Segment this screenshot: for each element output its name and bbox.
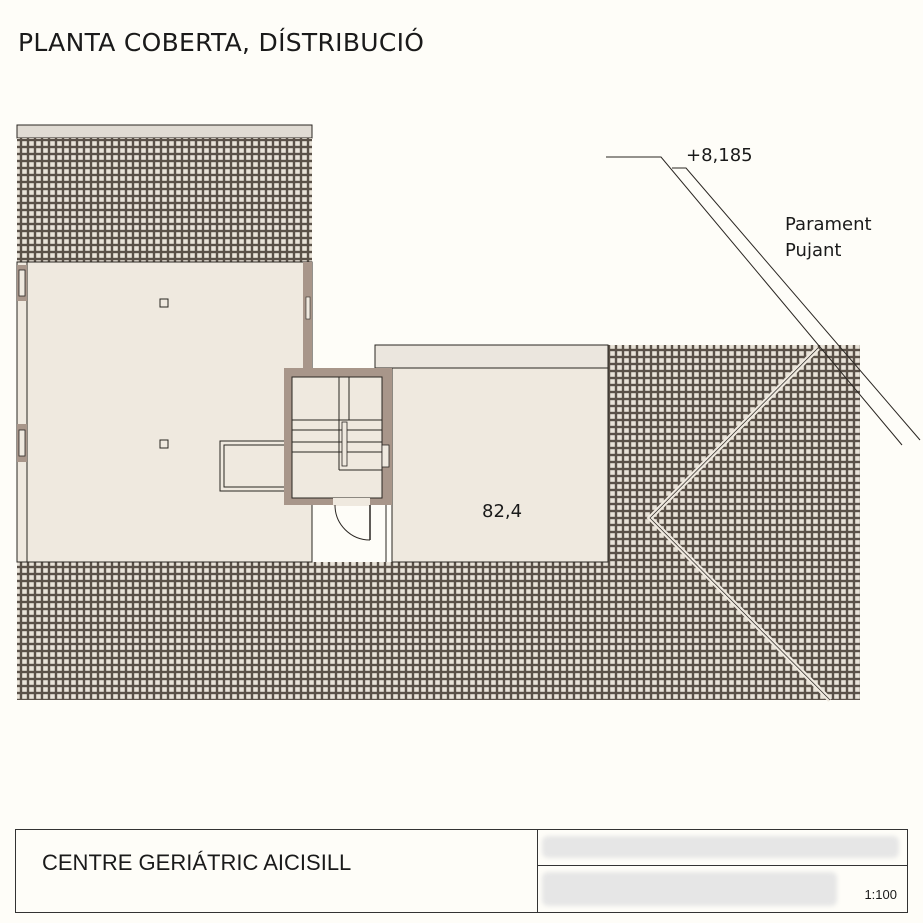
door-swing [334, 504, 371, 541]
window-glass [305, 296, 311, 320]
bottom-tiled-roof [17, 562, 860, 700]
wall-label: Pujant [785, 240, 842, 261]
stair-core-interior [291, 376, 383, 499]
window-glass [18, 269, 26, 297]
parament-wall-line [672, 167, 921, 441]
room-area-label: 82,4 [482, 501, 523, 522]
elevation-leader [606, 156, 903, 446]
stair-handrail [341, 421, 348, 467]
scale-label: 1:100 [864, 887, 897, 902]
top-tiled-roof [17, 138, 312, 262]
column [159, 298, 169, 308]
title-block-top-row [538, 830, 907, 866]
top-roof-band [16, 124, 313, 139]
left-room [16, 261, 313, 563]
title-block-left: CENTRE GERIÁTRIC AICISILL [16, 830, 538, 912]
project-name: CENTRE GERIÁTRIC AICISILL [42, 850, 352, 875]
title-block: CENTRE GERIÁTRIC AICISILL 1:100 [15, 829, 908, 913]
wall-label: Parament [785, 214, 872, 235]
redacted-field [542, 836, 899, 858]
title-block-right: 1:100 [538, 830, 907, 912]
skylight [219, 440, 287, 492]
column [159, 439, 169, 449]
redacted-field [542, 872, 837, 906]
door-opening [333, 498, 370, 506]
right-room [391, 367, 609, 563]
window-glass [18, 429, 26, 457]
roof-hip-line [649, 347, 831, 701]
stair-steps [292, 377, 382, 471]
right-tiled-roof [608, 345, 860, 565]
drawing-title: PLANTA COBERTA, DÍSTRIBUCIÓ [18, 28, 425, 57]
right-room-band [374, 344, 609, 369]
window-glass [381, 444, 390, 468]
elevation-label: +8,185 [686, 145, 753, 166]
